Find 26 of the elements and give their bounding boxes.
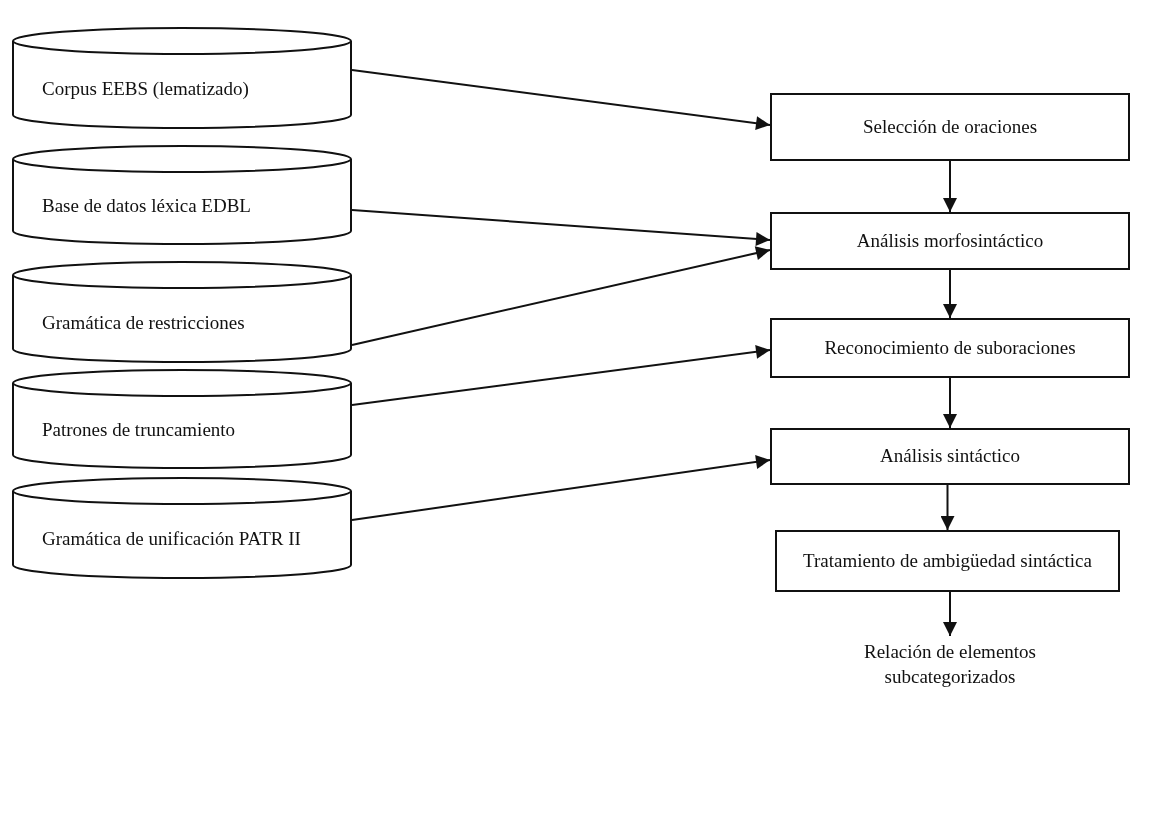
arrow (943, 591, 957, 637)
arrow (943, 160, 957, 213)
database-label: Gramática de unificación PATR II (41, 526, 302, 551)
database-label: Corpus EEBS (lematizado) (41, 76, 250, 101)
arrow (940, 484, 955, 531)
arrow (351, 69, 771, 131)
process-label: Selección de oraciones (862, 114, 1038, 139)
arrow (943, 377, 957, 429)
process-label: Reconocimiento de suboraciones (824, 335, 1076, 360)
database-label: Patrones de truncamiento (41, 417, 237, 442)
arrow (351, 246, 771, 346)
process-box (770, 318, 1130, 378)
process-box (770, 212, 1130, 270)
process-box (770, 428, 1130, 485)
process-label: Tratamiento de ambigüedad sintáctica (803, 548, 1092, 573)
database-label: Gramática de restricciones (41, 310, 246, 335)
arrow (943, 269, 957, 319)
arrow (351, 455, 771, 521)
process-label: Análisis sintáctico (880, 444, 1020, 469)
output-label: Relación de elementos subcategorizados (863, 640, 1037, 689)
process-box (770, 93, 1130, 161)
arrow (351, 209, 771, 246)
arrow (351, 344, 771, 406)
process-box (775, 530, 1120, 592)
process-label: Análisis morfosintáctico (856, 228, 1044, 253)
database-label: Base de datos léxica EDBL (41, 193, 252, 218)
